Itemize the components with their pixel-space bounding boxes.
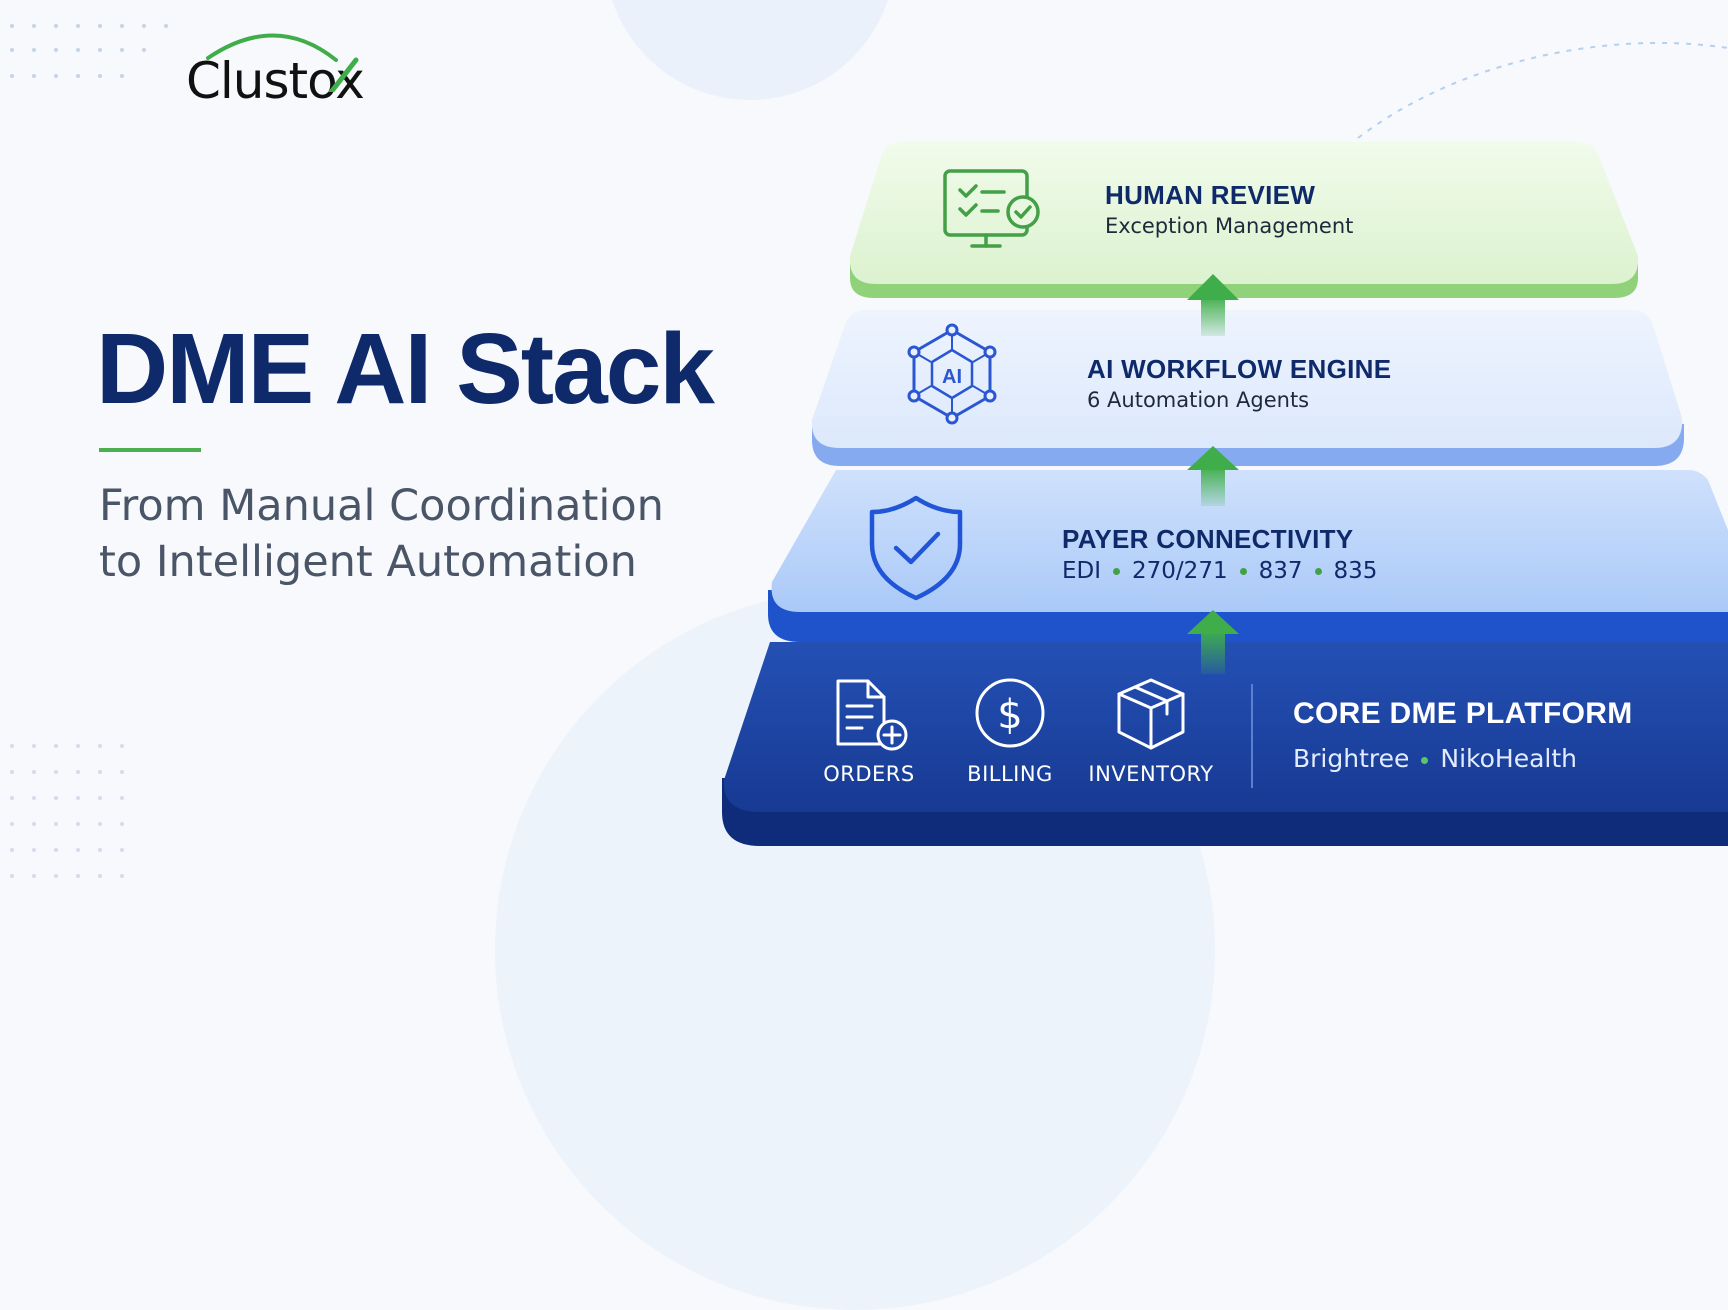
- partner-brightree: Brightree: [1293, 744, 1410, 773]
- title-underline: [99, 448, 201, 452]
- payer-title: PAYER CONNECTIVITY: [1062, 524, 1354, 554]
- box-icon: [1117, 678, 1185, 750]
- layer-human-review: [849, 142, 1639, 298]
- payer-tag-edi: EDI: [1062, 558, 1102, 584]
- human-review-title: HUMAN REVIEW: [1105, 180, 1316, 210]
- svg-text:AI: AI: [942, 366, 962, 388]
- shield-check-icon: [869, 495, 963, 601]
- payer-tags: EDI 270/271 837 835: [1062, 558, 1377, 584]
- decorative-dashed-arc: [1357, 41, 1728, 139]
- module-label-billing: BILLING: [967, 762, 1053, 786]
- arrow-human-to-ai: [1187, 274, 1239, 336]
- tag-separator: [1113, 568, 1121, 575]
- arrow-payer-to-core: [1187, 610, 1239, 674]
- payer-tag-835: 835: [1333, 558, 1378, 584]
- dot-grid-top-left: [10, 24, 168, 78]
- page-subtitle: From Manual Coordination to Intelligent …: [99, 478, 664, 590]
- subtitle-line-1: From Manual Coordination: [99, 481, 664, 531]
- layer-ai-workflow: [811, 310, 1684, 466]
- tag-separator: [1314, 568, 1322, 575]
- module-label-inventory: INVENTORY: [1088, 762, 1214, 786]
- ai-network-icon: AI: [907, 323, 997, 425]
- subtitle-line-2: to Intelligent Automation: [99, 537, 637, 587]
- stack-diagram: AI $: [722, 41, 1728, 846]
- human-review-subtitle: Exception Management: [1105, 214, 1354, 238]
- payer-tag-270-271: 270/271: [1132, 558, 1228, 584]
- document-plus-icon: [836, 679, 908, 751]
- ai-workflow-title: AI WORKFLOW ENGINE: [1087, 354, 1392, 384]
- payer-tag-837: 837: [1258, 558, 1303, 584]
- layer-payer: [768, 470, 1728, 642]
- module-label-orders: ORDERS: [823, 762, 915, 786]
- core-title: CORE DME PLATFORM: [1293, 697, 1633, 730]
- ai-workflow-subtitle: 6 Automation Agents: [1087, 388, 1310, 412]
- core-partners: Brightree NikoHealth: [1293, 744, 1577, 773]
- partner-nikohealth: NikoHealth: [1440, 744, 1578, 773]
- clustox-logo[interactable]: Clustox: [186, 33, 386, 110]
- tag-separator: [1421, 756, 1429, 764]
- layer-core: [722, 642, 1728, 846]
- page-title: DME AI Stack: [96, 313, 715, 425]
- arrow-ai-to-payer: [1187, 446, 1239, 506]
- tag-separator: [1239, 568, 1247, 575]
- monitor-checklist-icon: [943, 169, 1040, 248]
- dollar-circle-icon: $: [975, 678, 1045, 748]
- svg-text:$: $: [997, 692, 1022, 738]
- dot-grid-bottom-left: [10, 744, 124, 878]
- logo-swoosh: [206, 33, 359, 92]
